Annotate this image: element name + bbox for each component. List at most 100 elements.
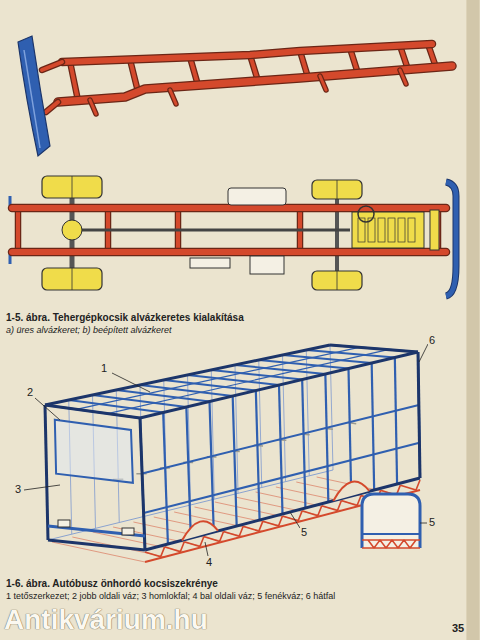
drawing-part [478,0,479,640]
drawing-part [358,206,374,222]
drawing-part [470,0,471,640]
drawing-part [170,90,176,104]
drawing-part [468,0,469,640]
drawing-part [62,44,432,62]
drawing-part [62,220,82,240]
leader-line [290,512,300,528]
drawing-part [80,229,350,232]
drawing-part [362,533,420,535]
drawing-part [72,268,73,290]
drawing-part [133,522,223,541]
drawing-part [190,258,230,268]
callout-number: 4 [205,556,213,569]
drawing-part [16,208,20,252]
drawing-part [140,418,145,550]
drawing-part [362,540,420,548]
drawing-part [140,418,145,550]
drawing-part [312,180,362,199]
drawing-part [48,540,145,550]
drawing-part [42,62,62,70]
drawing-part [325,374,328,502]
drawing-part [256,391,260,521]
drawing-part [398,218,405,242]
drawing-part [145,478,420,550]
drawing-part [130,59,138,91]
page-stack [468,0,478,640]
drawing-part [211,370,302,380]
drawing-part [163,413,168,545]
drawing-part [182,521,218,540]
page-number: 35 [452,622,464,635]
callout-number: 3 [14,483,22,496]
callout-number: 6 [428,334,436,347]
watermark: Antikvárium.hu [4,604,208,636]
drawing-part [378,218,385,242]
leader-lines [24,344,428,556]
drawing-part [446,182,456,296]
drawing-part [320,76,326,90]
drawing-part [45,345,330,405]
drawing-part [250,256,284,274]
built-frame [10,176,456,296]
drawing-part [352,212,424,248]
drawing-part [90,100,96,114]
drawing-part [472,0,473,640]
drawing-part [140,352,418,418]
drawing-part [306,350,309,476]
leader-line [24,485,60,490]
drawing-part [46,102,58,112]
drawing-part [58,66,452,102]
drawing-part [42,176,102,198]
drawing-part [330,345,333,470]
drawing-part [418,352,420,478]
callout-number: 5 [428,516,436,529]
drawing-part [337,180,338,199]
drawing-part [12,248,446,257]
drawing-part [72,176,73,198]
leader-line [112,373,150,392]
leader-line [419,344,428,362]
drawing-part [320,76,326,90]
leader-line [35,398,60,420]
drawing-part [12,205,446,211]
figure-subcaption: a) üres alvázkeret; b) beépített alvázke… [6,325,172,335]
caption-legend: 1 tetőszerkezet; 2 jobb oldali váz; 3 ho… [6,591,335,601]
drawing-part [362,494,420,548]
drawing-part [45,405,48,540]
drawing-part [18,36,50,156]
callout-number: 1 [100,362,108,375]
leader-line [205,542,208,556]
drawing-part [233,396,237,526]
empty-frame [18,36,452,156]
drawing-part [302,380,305,509]
drawing-part [42,62,62,70]
drawing-part [12,249,446,255]
leader-line [420,523,427,524]
drawing-part [45,405,140,418]
drawing-part [228,188,286,205]
drawing-part [58,520,70,527]
drawing-part [395,358,397,485]
drawing-part [45,405,48,540]
drawing-part [15,208,22,252]
drawing-part [337,271,338,290]
drawing-part [418,352,420,478]
drawing-part [372,363,375,490]
drawing-part [474,0,475,640]
drawing-part [122,528,134,535]
drawing-part [90,100,96,114]
drawing-part [70,62,78,101]
drawing-part [400,70,406,84]
page-edge [466,0,480,640]
drawing-part [476,0,477,640]
drawing-part [42,268,102,290]
drawing-part [430,210,439,250]
drawing-part [408,218,415,242]
drawing-part [400,70,406,84]
drawing-part [235,365,325,374]
drawing-part [170,90,176,104]
drawing-part [388,218,395,242]
drawing-part [55,420,133,483]
figure-caption: 1-6. ábra. Autóbusz önhordó kocsiszekrén… [6,578,218,590]
